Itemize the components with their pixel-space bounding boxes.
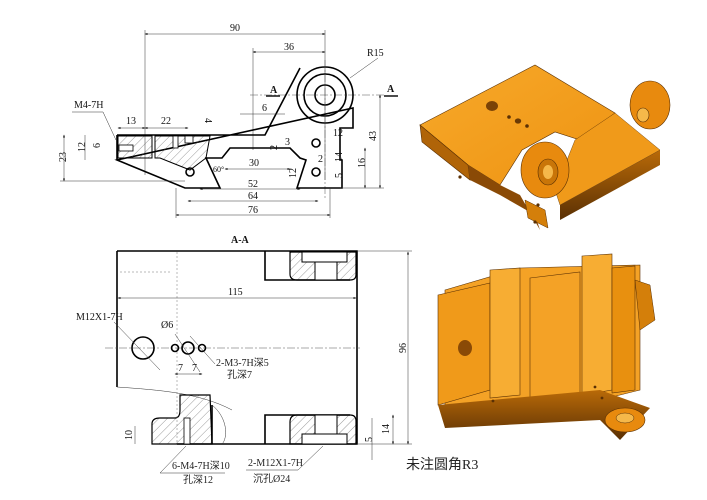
dim-5: 5 bbox=[334, 173, 345, 178]
section-title: A-A bbox=[231, 235, 250, 246]
section-marker-right: A bbox=[387, 84, 395, 95]
dim-dia6: Ø6 bbox=[161, 320, 173, 331]
callout-m3-line2: 孔深7 bbox=[227, 369, 252, 381]
dim-36: 36 bbox=[284, 42, 294, 53]
dim-13: 13 bbox=[126, 116, 136, 127]
angle-60: 60° bbox=[213, 165, 224, 174]
dim-12-slot: 12 bbox=[288, 168, 299, 178]
dim-52: 52 bbox=[248, 179, 258, 190]
dim-6: 6 bbox=[262, 103, 267, 114]
general-note: 未注圆角R3 bbox=[406, 457, 478, 473]
dim-4: 4 bbox=[202, 118, 213, 123]
dim-7-a: 7 bbox=[178, 363, 183, 374]
callout-m4-line2: 孔深12 bbox=[183, 474, 213, 486]
section-view-aa: A-A 115 96 M12X1-7H bbox=[76, 235, 412, 486]
dim-16: 16 bbox=[357, 158, 368, 168]
dim-12-right: 12 bbox=[333, 128, 343, 139]
dim-5-section: 5 bbox=[364, 437, 375, 442]
callout-m12-bottom-line2: 沉孔Ø24 bbox=[253, 472, 290, 485]
dim-7-b: 7 bbox=[192, 363, 197, 374]
callout-m3-line1: 2-M3-7H深5 bbox=[216, 357, 269, 369]
dim-10: 10 bbox=[124, 430, 135, 440]
radius-label: R15 bbox=[367, 48, 384, 59]
callout-m12-thread: M12X1-7H bbox=[76, 312, 123, 323]
dim-96: 96 bbox=[398, 343, 409, 353]
dim-22: 22 bbox=[161, 116, 171, 127]
dim-90: 90 bbox=[230, 23, 240, 34]
dim-30: 30 bbox=[249, 158, 259, 169]
dim-23: 23 bbox=[58, 152, 69, 162]
callout-m4-line1: 6-M4-7H深10 bbox=[172, 460, 230, 472]
dim-76: 76 bbox=[248, 205, 258, 216]
callout-m12-bottom-line1: 2-M12X1-7H bbox=[248, 458, 303, 469]
render-iso-top bbox=[419, 64, 671, 230]
dim-43: 43 bbox=[368, 131, 379, 141]
dim-64: 64 bbox=[248, 191, 258, 202]
render-iso-bottom bbox=[437, 253, 656, 440]
dim-12-left: 12 bbox=[77, 142, 88, 152]
dim-115: 115 bbox=[228, 287, 243, 298]
thread-callout-m4: M4-7H bbox=[74, 100, 103, 111]
dim-14: 14 bbox=[334, 152, 345, 162]
dim-14-section: 14 bbox=[381, 424, 392, 434]
dim-2-a: 2 bbox=[269, 145, 280, 150]
dim-2-b: 2 bbox=[318, 154, 323, 165]
section-marker-left: A bbox=[270, 85, 278, 96]
dim-3: 3 bbox=[285, 137, 290, 148]
dim-6-left: 6 bbox=[92, 143, 103, 148]
top-view: 90 36 R15 A A M4-7H 13 bbox=[58, 23, 398, 218]
